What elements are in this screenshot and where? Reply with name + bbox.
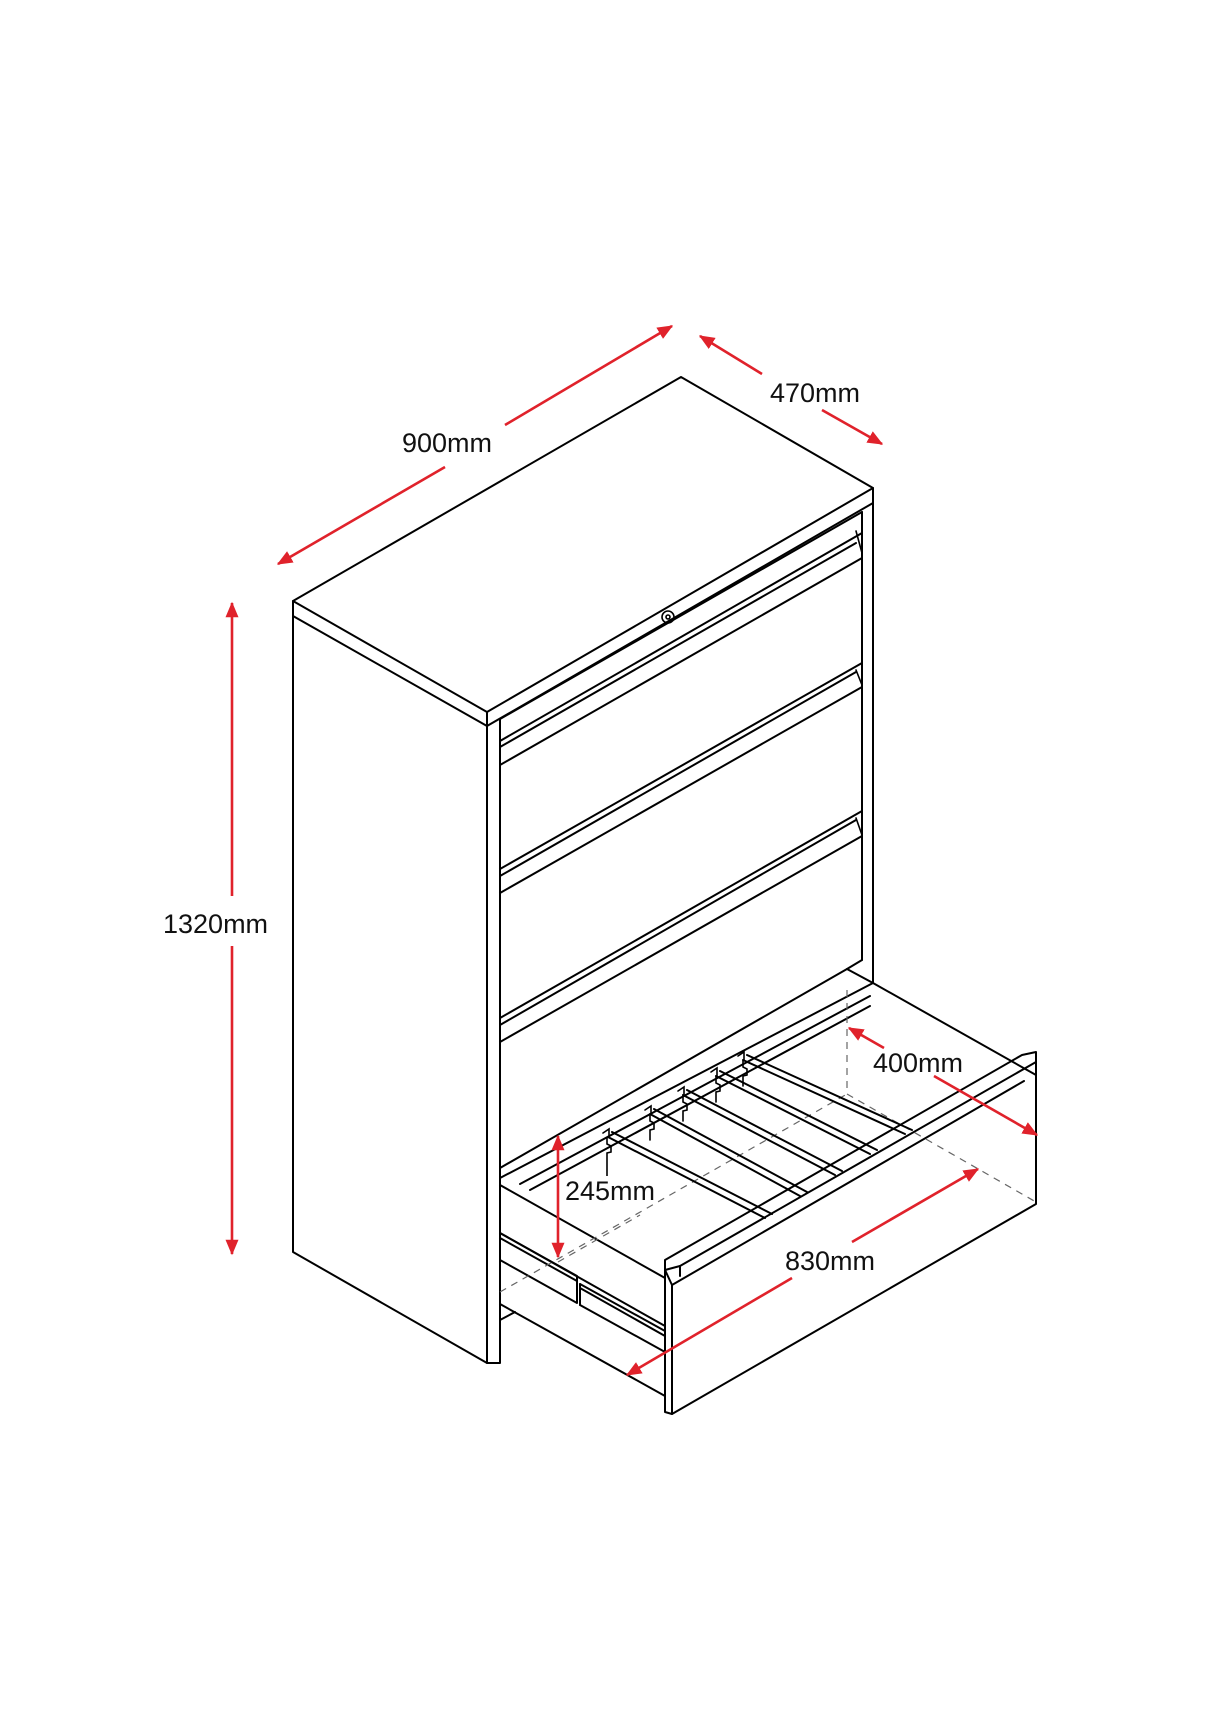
dimension-height: 1320mm xyxy=(163,601,268,1256)
dimension-width: 900mm xyxy=(276,324,674,566)
dimension-drawer-width: 830mm xyxy=(625,1167,980,1377)
file-dividers xyxy=(602,1050,913,1219)
cabinet-top xyxy=(292,376,874,713)
cabinet-left-side xyxy=(292,615,488,1364)
drawer-4-open[interactable] xyxy=(499,959,1037,1415)
drawer-height-label: 245mm xyxy=(565,1176,655,1206)
drawer-1[interactable] xyxy=(499,530,863,766)
height-label: 1320mm xyxy=(163,909,268,939)
dimension-depth: 470mm xyxy=(698,334,884,446)
cabinet-body xyxy=(292,376,874,1364)
dimension-drawer-height: 245mm xyxy=(551,1134,655,1259)
front-frame-left xyxy=(486,718,501,1364)
top-band-left xyxy=(292,600,488,727)
lock-icon[interactable] xyxy=(661,610,675,624)
drawer-width-label: 830mm xyxy=(785,1246,875,1276)
drawer-2[interactable] xyxy=(499,662,863,894)
drawer-3[interactable] xyxy=(499,810,863,1043)
width-label: 900mm xyxy=(402,428,492,458)
drawer-runner-outer xyxy=(499,1232,578,1304)
depth-label: 470mm xyxy=(770,378,860,408)
drawer-depth-label: 400mm xyxy=(873,1048,963,1078)
drawer-front-face[interactable] xyxy=(664,1074,1037,1415)
dimension-drawer-depth: 400mm xyxy=(847,1026,1039,1137)
